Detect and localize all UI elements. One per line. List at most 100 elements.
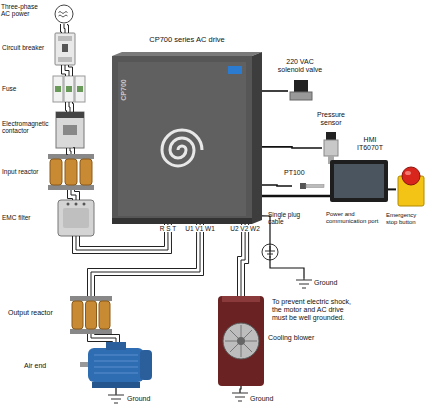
motor-feet <box>92 382 140 388</box>
output-reactor-label: Output reactor <box>8 309 68 317</box>
contactor-label: Electromagnetic contactor <box>2 120 54 135</box>
pressure-sensor-label: Pressure sensor <box>310 111 352 127</box>
drive-swirl <box>162 130 202 166</box>
fuse-holder <box>75 76 85 102</box>
ground-label: Ground <box>250 395 290 403</box>
signal-cable <box>240 386 241 392</box>
pt100-sensor: PT100 <box>292 180 324 192</box>
filter-terminal <box>83 203 86 206</box>
terminal-label: R S T <box>156 225 180 232</box>
motor-fins <box>94 355 138 373</box>
power-wire <box>91 334 116 342</box>
breaker: Circuit breaker <box>55 33 75 65</box>
signal-cable <box>388 189 396 190</box>
sensor-connector <box>326 132 336 140</box>
signal-cable <box>262 185 292 186</box>
cable-note: Single plug cable <box>268 211 314 226</box>
reactor-coil <box>86 301 97 329</box>
power-wire <box>73 102 74 112</box>
sensor-body <box>324 140 338 156</box>
signal-cable <box>262 91 288 92</box>
port-note: Power and communication port <box>326 211 384 225</box>
pressure-sensor: Pressure sensor <box>322 132 340 164</box>
solenoid-valve-label: 220 VAC solenoid valve <box>274 58 326 74</box>
drive-top <box>112 52 262 56</box>
signal-wire <box>262 185 292 186</box>
power-cable <box>62 65 73 76</box>
power-wire <box>61 24 62 33</box>
blower-frame <box>218 296 264 386</box>
ground: Ground <box>296 278 312 290</box>
signal-wire <box>262 90 288 92</box>
power-wire <box>88 224 197 296</box>
motor-terminal-box <box>106 342 126 350</box>
contactor-window <box>63 125 77 135</box>
air-end-motor-label: Air end <box>24 362 74 370</box>
reactor-frame <box>70 296 112 301</box>
fuse: Fuse <box>52 76 86 102</box>
reactor-frame <box>48 185 94 190</box>
power-wire <box>67 148 68 155</box>
ac-source-symbol <box>55 5 73 23</box>
breaker-body <box>55 33 75 65</box>
power-cable <box>238 224 249 296</box>
blower-blades <box>225 325 257 357</box>
power-wire <box>95 224 204 296</box>
reactor-coil <box>80 159 92 185</box>
air-end-motor: Air end <box>80 342 152 388</box>
signal-wire <box>240 386 241 392</box>
pt100-probe <box>306 185 324 188</box>
safety-note: To prevent electric shock, the motor and… <box>272 298 358 322</box>
filter-body <box>58 200 94 236</box>
fuse-label: Fuse <box>2 85 42 92</box>
input-reactor: Input reactor <box>48 154 94 190</box>
reactor-frame <box>70 329 112 334</box>
contactor-top <box>56 112 84 118</box>
motor-body <box>88 348 144 382</box>
power-wire <box>238 224 242 296</box>
drive-side <box>252 52 262 224</box>
drive-panel <box>118 62 246 216</box>
ac-drive: CP700 series AC drive <box>112 52 262 224</box>
emergency-stop: Emergency stop button <box>396 166 426 208</box>
signal-cable <box>262 196 330 197</box>
drive-terminal-strip <box>112 218 252 224</box>
pt100-head <box>300 183 306 189</box>
signal-cable <box>116 388 117 394</box>
hmi-screen <box>334 164 384 198</box>
power-cable <box>68 190 80 200</box>
power-cable <box>67 148 75 155</box>
breaker-terminal <box>58 36 72 41</box>
signal-wire <box>115 388 116 394</box>
drive-logo <box>228 66 242 74</box>
ground-label: Ground <box>127 395 167 403</box>
signal-cable <box>262 147 322 148</box>
fuse-holder <box>64 76 74 102</box>
blower-flange <box>222 296 260 302</box>
estop-highlight <box>405 171 411 175</box>
power-wire <box>68 190 73 200</box>
power-source: Three-phase AC power <box>54 4 74 24</box>
breaker-handle <box>62 44 68 52</box>
fuse-window <box>66 86 72 92</box>
terminal-label: U1 V1 W1 <box>185 225 215 232</box>
contactor-body <box>56 112 84 148</box>
reactor-coil <box>65 159 77 185</box>
fuse-window <box>55 86 61 92</box>
cooling-blower-label: Cooling blower <box>268 334 338 342</box>
ground-label: Ground <box>314 279 354 287</box>
fuse-window <box>77 86 83 92</box>
signal-wire <box>388 188 396 190</box>
solenoid-valve: 220 VAC solenoid valve <box>288 80 312 102</box>
blower-hub <box>237 337 245 345</box>
power-cable <box>61 24 69 33</box>
power-cable <box>88 224 204 296</box>
power-wire <box>70 148 71 154</box>
hmi-frame <box>330 160 388 202</box>
emergency-stop-label: Emergency stop button <box>386 212 426 226</box>
emc-filter: EMC filter <box>58 200 94 236</box>
filter-terminal <box>75 203 78 206</box>
ground-symbol <box>108 394 124 403</box>
model-mark: CP700 <box>120 75 128 105</box>
power-wire <box>76 224 168 250</box>
